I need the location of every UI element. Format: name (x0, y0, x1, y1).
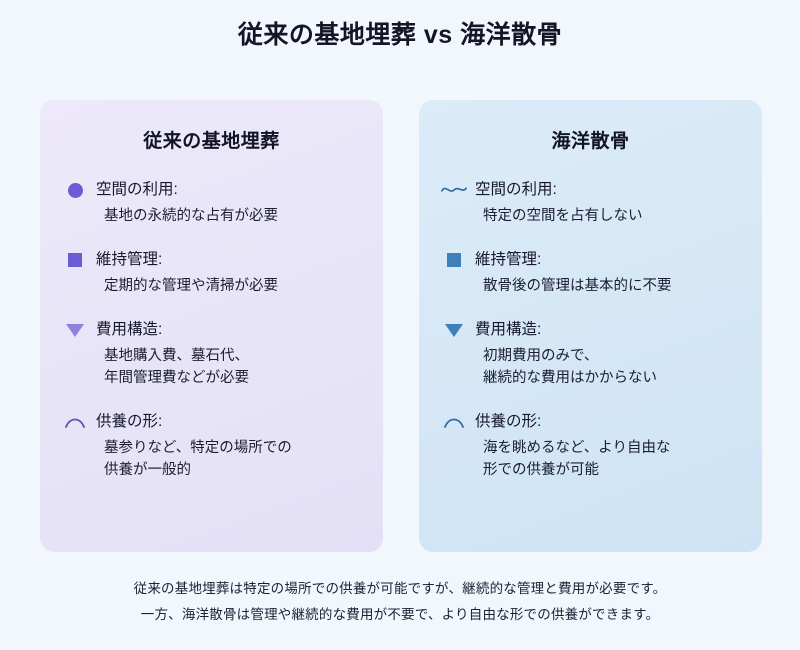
arc-icon (441, 412, 467, 432)
square-bullet-icon (441, 250, 467, 270)
page-title: 従来の基地埋葬 vs 海洋散骨 (237, 21, 563, 49)
list-item: 空間の利用: 基地の永続的な占有が必要 (58, 179, 363, 227)
list-item-description-line: 年間管理費などが必要 (104, 370, 249, 386)
list-item-description-line: 特定の空間を占有しない (483, 208, 643, 224)
list-item-description-line: 継続的な費用はかからない (483, 370, 657, 386)
circle-bullet-icon (62, 180, 88, 200)
footer-line: 従来の基地埋葬は特定の場所での供養が可能ですが、継続的な管理と費用が必要です。 (133, 581, 667, 596)
panel-header-ocean-scattering: 海洋散骨 (551, 131, 630, 152)
list-item-label: 維持管理: (475, 251, 542, 268)
list-item: 費用構造: 基地購入費、墓石代、 年間管理費などが必要 (58, 319, 363, 389)
triangle-down-icon (441, 320, 467, 340)
summary-footer: 従来の基地埋葬は特定の場所での供養が可能ですが、継続的な管理と費用が必要です。 … (0, 576, 800, 628)
list-item-description-line: 散骨後の管理は基本的に不要 (483, 278, 672, 294)
list-item-label: 費用構造: (475, 321, 542, 338)
list-item-label: 空間の利用: (475, 181, 557, 198)
list-item-description-line: 基地の永続的な占有が必要 (104, 208, 278, 224)
arc-icon (62, 412, 88, 432)
list-item: 空間の利用: 特定の空間を占有しない (437, 179, 742, 227)
square-bullet-icon (62, 250, 88, 270)
list-item-description-line: 形での供養が可能 (483, 462, 599, 478)
list-item-description-line: 定期的な管理や清掃が必要 (104, 278, 278, 294)
list-item: 供養の形: 海を眺めるなど、より自由な 形での供養が可能 (437, 411, 742, 481)
list-item-label: 維持管理: (96, 251, 163, 268)
list-item-description-line: 初期費用のみで、 (483, 348, 599, 364)
list-item-description-line: 墓参りなど、特定の場所での (104, 440, 292, 456)
list-item-description-line: 供養が一般的 (104, 462, 191, 478)
list-item-label: 空間の利用: (96, 181, 178, 198)
list-item: 費用構造: 初期費用のみで、 継続的な費用はかからない (437, 319, 742, 389)
list-item-label: 費用構造: (96, 321, 163, 338)
panel-traditional-burial: 従来の基地埋葬 空間の利用: 基地の永続的な占有が必要 維持管理: 定期的な管理… (40, 100, 383, 552)
list-item-label: 供養の形: (96, 413, 163, 430)
footer-line: 一方、海洋散骨は管理や継続的な費用が不要で、より自由な形での供養ができます。 (140, 607, 660, 622)
panel-header-traditional-burial: 従来の基地埋葬 (143, 131, 280, 152)
item-list-ocean-scattering: 空間の利用: 特定の空間を占有しない 維持管理: 散骨後の管理は基本的に不要 費… (419, 179, 762, 481)
comparison-panels: 従来の基地埋葬 空間の利用: 基地の永続的な占有が必要 維持管理: 定期的な管理… (40, 100, 762, 552)
list-item: 供養の形: 墓参りなど、特定の場所での 供養が一般的 (58, 411, 363, 481)
triangle-down-icon (62, 320, 88, 340)
list-item-description-line: 海を眺めるなど、より自由な (483, 440, 671, 456)
list-item-description-line: 基地購入費、墓石代、 (104, 348, 249, 364)
list-item: 維持管理: 散骨後の管理は基本的に不要 (437, 249, 742, 297)
list-item: 維持管理: 定期的な管理や清掃が必要 (58, 249, 363, 297)
item-list-traditional-burial: 空間の利用: 基地の永続的な占有が必要 維持管理: 定期的な管理や清掃が必要 費… (40, 179, 383, 481)
panel-ocean-scattering: 海洋散骨 空間の利用: 特定の空間を占有しない 維持管理: 散骨後の管理は基本的… (419, 100, 762, 552)
wave-icon (441, 180, 467, 200)
list-item-label: 供養の形: (475, 413, 542, 430)
